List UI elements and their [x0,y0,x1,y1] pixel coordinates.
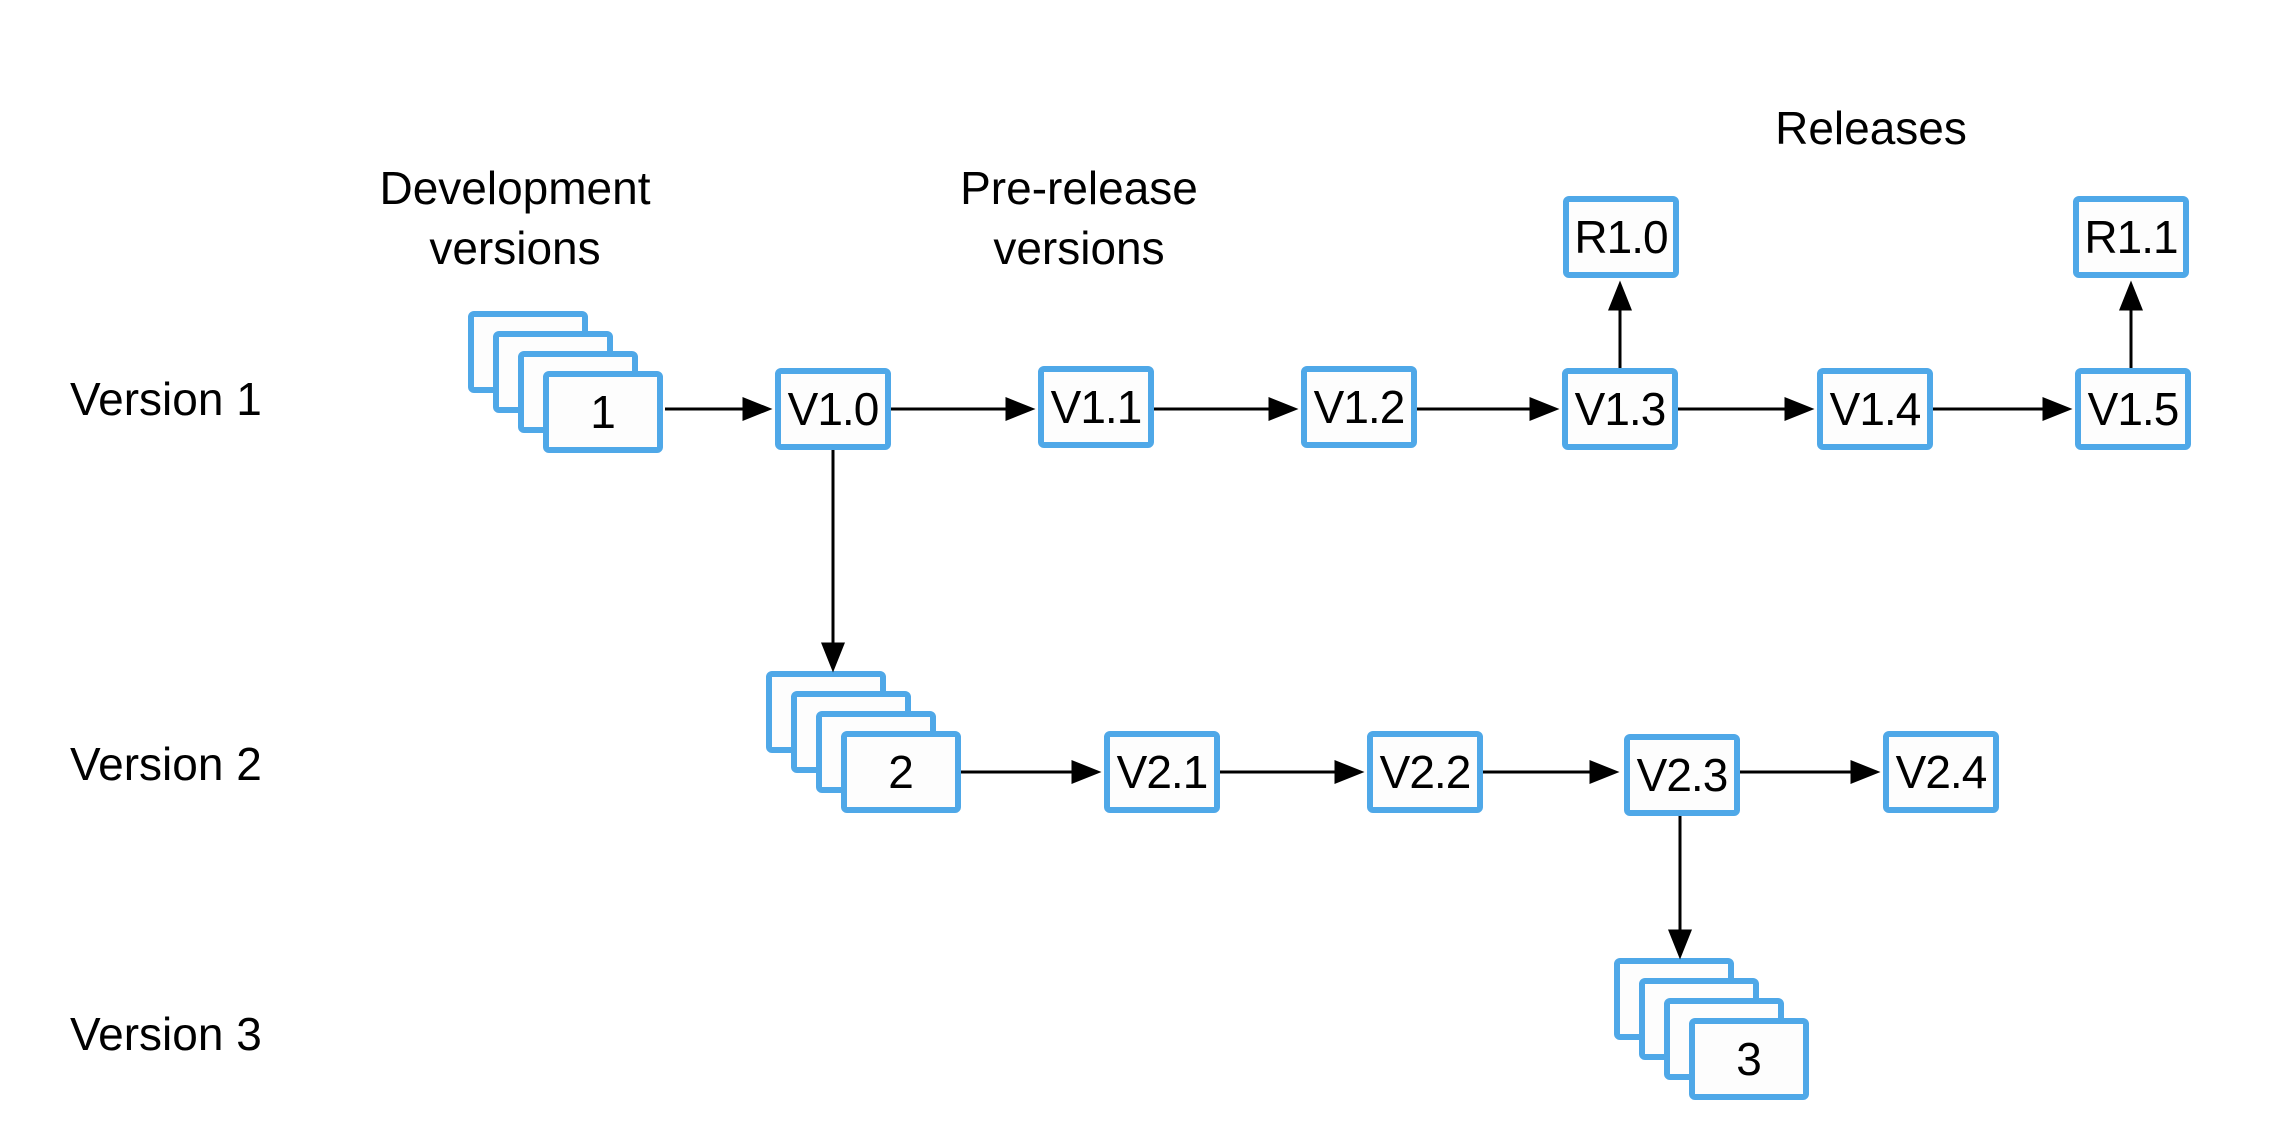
node-r1-1: R1.1 [2073,196,2189,278]
stack-dev-2-card-front: 2 [841,731,961,813]
row-label-version-2: Version 2 [70,738,262,790]
node-v1-5: V1.5 [2075,368,2191,450]
row-label-version-3: Version 3 [70,1008,262,1060]
column-header-prerelease-versions: Pre-release versions [960,162,1198,274]
stack-dev-3-label: 3 [1736,1033,1762,1085]
stack-dev-2-label: 2 [888,746,914,798]
node-v1-2: V1.2 [1301,366,1417,448]
node-v2-2: V2.2 [1367,731,1483,813]
stack-dev-1-card-front: 1 [543,371,663,453]
column-header-releases: Releases [1775,102,1967,154]
node-r1-0: R1.0 [1563,196,1679,278]
node-v1-1: V1.1 [1038,366,1154,448]
stack-dev-1-label: 1 [590,386,616,438]
node-v2-3: V2.3 [1624,734,1740,816]
node-v2-1: V2.1 [1104,731,1220,813]
stack-dev-3-card-front: 3 [1689,1018,1809,1100]
node-v2-4: V2.4 [1883,731,1999,813]
node-v1-0: V1.0 [775,368,891,450]
node-v1-4: V1.4 [1817,368,1933,450]
row-label-version-1: Version 1 [70,373,262,425]
node-v1-3: V1.3 [1562,368,1678,450]
column-header-development-versions: Development versions [379,162,651,274]
